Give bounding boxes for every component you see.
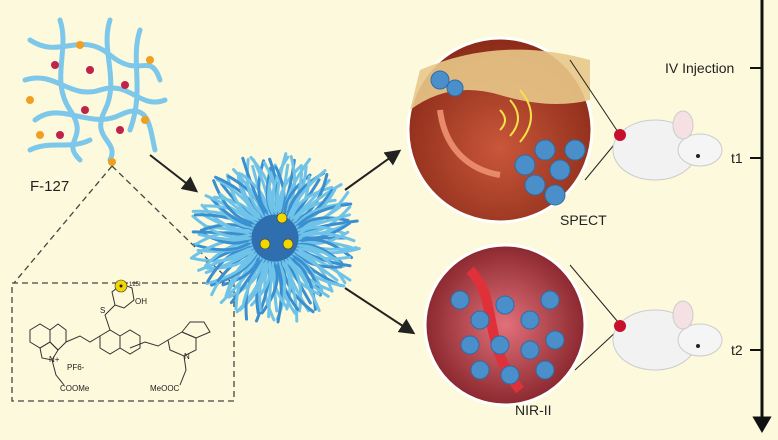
micelle-core	[245, 208, 305, 268]
micelle-polymer-chain	[191, 214, 252, 239]
micelle-polymer-chain	[221, 255, 261, 287]
micelle-polymer-chain	[275, 152, 288, 215]
micelle-polymer-chain	[204, 248, 255, 275]
micelle-polymer-chain	[205, 252, 257, 285]
spect-label: SPECT	[560, 212, 607, 228]
spect-tissue-view	[406, 36, 594, 224]
timeline-axis	[750, 0, 772, 433]
arrow-to-nir	[344, 287, 416, 335]
counterion-label: PF6-	[67, 363, 85, 372]
sulfur-label: S	[100, 306, 106, 315]
micelle-polymer-chain	[197, 232, 252, 241]
micelle-polymer-chain	[250, 260, 272, 307]
radioactive-icon-micelle	[259, 212, 294, 250]
micelle-polymer-chain	[287, 169, 327, 219]
f127-label: F-127	[30, 178, 70, 195]
micelle-polymer-chain	[241, 156, 267, 217]
micelle-polymer-chain	[293, 198, 337, 224]
micelle-polymer-chain	[235, 259, 267, 314]
nitrogen-plus-label: N+	[49, 355, 60, 364]
arrow-to-micelle	[149, 154, 199, 193]
micelle-polymer-chain	[289, 185, 334, 221]
micelle-polymer-chain	[205, 249, 256, 270]
micelle-polymer-chain	[200, 203, 253, 233]
micelle-polymer-chain	[296, 247, 347, 285]
nitrogen-label: N	[184, 352, 190, 361]
timeline-t1: t1	[731, 150, 743, 166]
ester-right-label: MeOOC	[150, 384, 180, 393]
radioactive-icon-structure	[114, 279, 128, 293]
micelle-nanoparticle	[189, 152, 361, 324]
micelle-polymer-chain	[212, 179, 257, 225]
timeline-t2: t2	[731, 342, 743, 358]
mouse-t1	[612, 110, 723, 181]
micelle-polymer-chain	[298, 237, 354, 260]
mouse-t2	[612, 300, 723, 371]
micelle-polymer-chain	[218, 192, 257, 224]
micelle-polymer-chain	[192, 240, 252, 252]
micelle-polymer-chain	[295, 202, 353, 228]
micelle-polymer-chain	[189, 245, 254, 263]
micelle-polymer-chain	[229, 257, 263, 305]
ester-left-label: COOMe	[60, 384, 90, 393]
drug-dots	[26, 41, 154, 166]
iodine-label: 125I	[129, 282, 141, 288]
f127-polymer-network	[22, 17, 168, 163]
micelle-polymer-chain	[295, 248, 352, 282]
micelle-polymer-chain	[284, 259, 303, 313]
micelle-polymer-chain	[287, 257, 321, 313]
micelle-polymer-chain	[257, 159, 270, 216]
micelle-polymer-chain	[277, 164, 303, 216]
nir-label: NIR-II	[515, 402, 552, 418]
micelle-polymer-chain	[245, 157, 266, 217]
micelle-polymer-chain	[298, 231, 356, 243]
chemical-structure	[29, 283, 211, 386]
arrow-to-spect	[344, 149, 402, 191]
micelle-polymer-chain	[290, 179, 331, 222]
micelle-polymer-chain	[260, 261, 279, 315]
timeline-iv-injection: IV Injection	[665, 60, 735, 76]
micelle-polymer-chain	[209, 196, 255, 228]
micelle-polymer-chain	[298, 225, 347, 236]
hydroxyl-label: OH	[135, 297, 147, 306]
micelle-polymer-chain	[275, 261, 283, 324]
nir-tissue-view	[423, 243, 587, 407]
micelle-polymer-chain	[225, 173, 260, 222]
callout-lines	[569, 59, 619, 371]
micelle-polymer-chain	[227, 257, 264, 299]
micelle-polymer-chain	[296, 216, 350, 231]
micelle-polymer-chain	[297, 213, 351, 232]
micelle-polymer-chain	[293, 251, 334, 293]
